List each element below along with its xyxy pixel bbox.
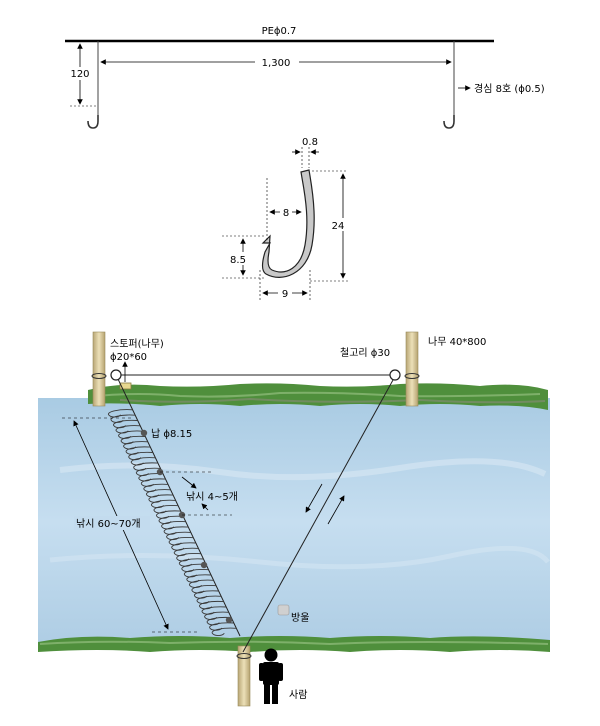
width-label-bg xyxy=(280,205,292,218)
right-post xyxy=(405,331,419,407)
pull-arrow-up xyxy=(327,495,345,525)
ring-label: 철고리 ϕ30 xyxy=(340,347,390,359)
width-label: 8 xyxy=(283,208,289,219)
branch-hook-icon xyxy=(201,606,227,615)
hook-spacing-label: 낚시 4~5개 xyxy=(186,491,238,503)
branch-hook-icon xyxy=(186,574,212,583)
sinker-icon xyxy=(225,616,233,624)
height-label-bg xyxy=(329,218,347,231)
hook-icon xyxy=(261,169,315,278)
wire-label: 0.8 xyxy=(302,137,318,148)
branch-hook-icon xyxy=(168,537,194,546)
main-line-label: PEϕ0.7 xyxy=(262,26,297,37)
far-bank-rocks xyxy=(119,397,546,404)
span-label-bg xyxy=(255,55,299,68)
right-tie xyxy=(404,373,420,379)
drop-label-bg xyxy=(70,67,92,80)
hook-diagram: 0.8 24 8 8.5 9 xyxy=(222,137,348,300)
branch-hook-icon xyxy=(178,558,204,567)
branch-hook-icon xyxy=(108,409,133,418)
branch-hook-icon xyxy=(196,595,222,604)
person-label: 사람 xyxy=(289,688,307,701)
span-label: 1,300 xyxy=(262,58,291,69)
setup-diagram: 낚시 4~5개 낚시 60~70개 방울 사람 스토퍼(나무) ϕ20*60 철… xyxy=(38,331,550,707)
stopper-label: 스토퍼(나무) xyxy=(110,338,164,350)
total-hooks-label: 낚시 60~70개 xyxy=(76,518,141,530)
stopper-size-label: ϕ20*60 xyxy=(110,352,147,363)
left-post xyxy=(92,331,106,407)
spacing-arrow-top xyxy=(181,476,197,489)
person-icon xyxy=(259,648,283,704)
spacing-arrow-bottom xyxy=(201,503,209,511)
branch-hook-icon xyxy=(171,542,196,551)
sinker-label: 납 ϕ8.15 xyxy=(151,428,192,440)
branch-hook-icon xyxy=(199,600,224,610)
gap-label: 9 xyxy=(282,289,288,300)
bottom-tie xyxy=(236,653,252,659)
height-label: 24 xyxy=(332,221,345,232)
right-hook-icon xyxy=(443,115,455,129)
sinker-icon xyxy=(200,561,208,569)
weight-label: 방울 xyxy=(291,612,309,624)
post-label: 나무 40*800 xyxy=(428,336,486,348)
branch-hook-icon xyxy=(211,627,237,636)
sinker-icon xyxy=(140,429,148,437)
stopper-icon xyxy=(119,382,132,390)
branch-hook-icon xyxy=(189,579,214,588)
branch-hook-icon xyxy=(176,553,201,562)
left-hook-icon xyxy=(87,115,99,129)
bottom-post xyxy=(237,645,251,707)
far-bank xyxy=(88,383,548,410)
near-bank-highlight xyxy=(39,640,549,646)
line-diagram: PEϕ0.7 1,300 120 경심 8호 (ϕ0.5) xyxy=(65,26,545,129)
left-tie xyxy=(91,373,107,379)
bell-icon xyxy=(277,604,290,616)
branch-label: 경심 8호 (ϕ0.5) xyxy=(474,82,545,95)
near-bank xyxy=(38,636,550,652)
barb-label: 8.5 xyxy=(230,255,246,266)
left-ring-icon xyxy=(110,369,122,381)
branch-hook-icon xyxy=(206,616,232,626)
total-label-bg xyxy=(74,516,150,530)
branch-hook-icon xyxy=(181,563,207,573)
branch-hook-icon xyxy=(191,585,217,594)
branch-hook-icon xyxy=(204,611,229,620)
branch-hook-icon xyxy=(194,590,219,599)
pull-arrow-down xyxy=(305,483,323,513)
barb-label-bg xyxy=(226,252,252,265)
gap-label-bg xyxy=(278,286,292,299)
far-bank-highlight xyxy=(95,391,541,398)
branch-hook-icon xyxy=(173,547,199,557)
pull-line xyxy=(242,379,394,653)
branch-hook-icon xyxy=(183,569,209,578)
branch-hook-icon xyxy=(209,622,234,631)
right-ring-icon xyxy=(389,369,401,381)
drop-label: 120 xyxy=(70,69,89,80)
